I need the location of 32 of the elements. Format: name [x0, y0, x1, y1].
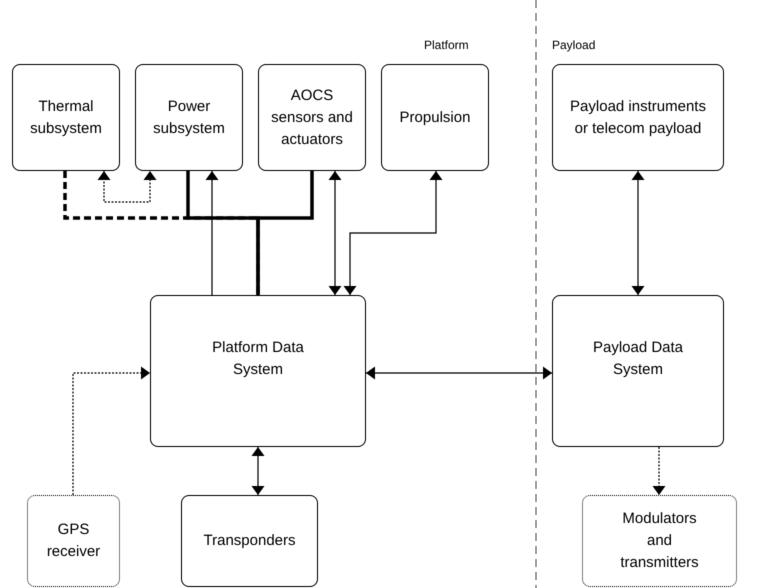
process-box — [135, 64, 243, 171]
box-label: Platform Data System — [211, 338, 305, 380]
arrow — [100, 171, 154, 203]
arrow — [72, 368, 150, 495]
process-box — [582, 495, 737, 587]
process-box — [27, 495, 120, 587]
arrow — [654, 447, 664, 495]
arrow — [634, 171, 642, 295]
process-box — [12, 64, 120, 171]
region-label: Platform — [424, 37, 469, 54]
arrow — [346, 171, 440, 295]
box-label: AOCS sensors and actuators — [270, 86, 354, 150]
box-label: Power subsystem — [152, 96, 226, 138]
process-box — [181, 495, 318, 587]
arrow — [208, 171, 216, 295]
process-box — [258, 64, 366, 171]
process-box — [552, 295, 724, 447]
box-label: Payload Data System — [592, 338, 684, 380]
process-box — [552, 64, 724, 171]
box-label: Payload instruments or telecom payload — [569, 96, 707, 138]
process-box — [381, 64, 489, 171]
box-label: GPS receiver — [46, 520, 102, 562]
box-label: Transponders — [204, 531, 296, 551]
arrow — [254, 447, 262, 495]
region-label: Payload — [552, 37, 596, 54]
process-box — [150, 295, 366, 447]
box-label: Thermal subsystem — [29, 96, 103, 138]
arrow — [366, 368, 552, 378]
box-label: Modulators and transmitters — [619, 509, 700, 573]
box-label: Propulsion — [400, 108, 470, 128]
arrow — [330, 171, 340, 295]
bus-line — [256, 171, 314, 295]
